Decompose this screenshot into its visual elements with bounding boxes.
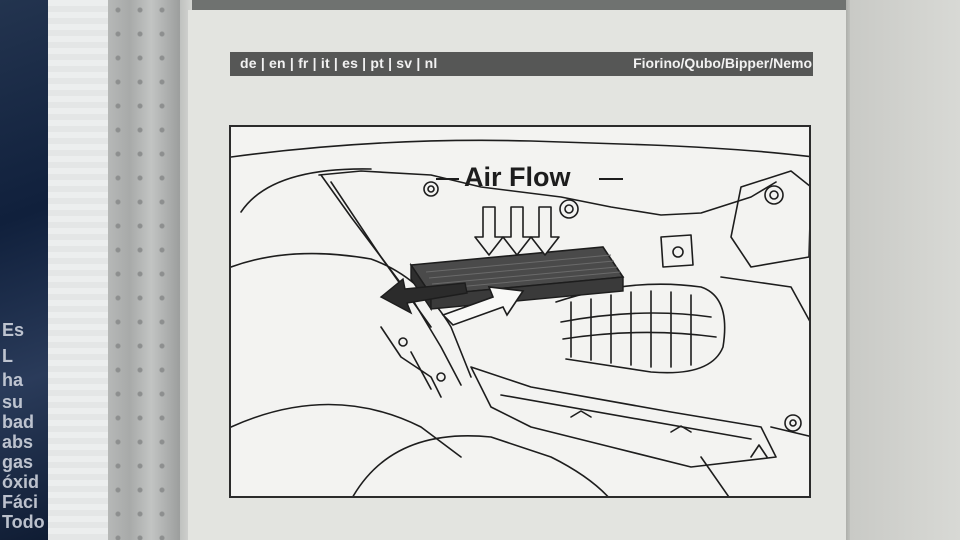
box-text-line: ha bbox=[2, 370, 24, 390]
box-text-line: L bbox=[2, 346, 13, 366]
vehicle-models: Fiorino/Qubo/Bipper/Nemo bbox=[633, 55, 812, 71]
box-text-line: abs bbox=[2, 432, 34, 452]
booklet-next-page bbox=[850, 0, 960, 540]
airflow-arrows bbox=[474, 206, 560, 256]
box-text-line: óxid bbox=[2, 472, 40, 492]
header-bar bbox=[230, 52, 813, 76]
box-text-line: Todo bbox=[2, 512, 45, 532]
box-text-line: Fáci bbox=[2, 492, 39, 512]
illustration-drawing bbox=[231, 139, 809, 496]
box-text-line: bad bbox=[2, 412, 35, 432]
language-list: de | en | fr | it | es | pt | sv | nl bbox=[240, 55, 438, 71]
filter-media-gray bbox=[108, 0, 180, 540]
box-text-line: Es bbox=[2, 320, 25, 340]
box-text-line: gas bbox=[2, 452, 34, 472]
installation-illustration: Air Flow bbox=[229, 125, 811, 498]
outflow-arrow-icon bbox=[379, 277, 468, 315]
airflow-label: Air Flow bbox=[464, 162, 571, 192]
filter-box-packaging: Es L ha su bad abs gas óxid Fáci Todo bbox=[0, 0, 50, 540]
box-text-line: su bbox=[2, 392, 24, 412]
inflow-arrow-icon bbox=[441, 286, 525, 326]
filter-media-white bbox=[48, 0, 110, 540]
